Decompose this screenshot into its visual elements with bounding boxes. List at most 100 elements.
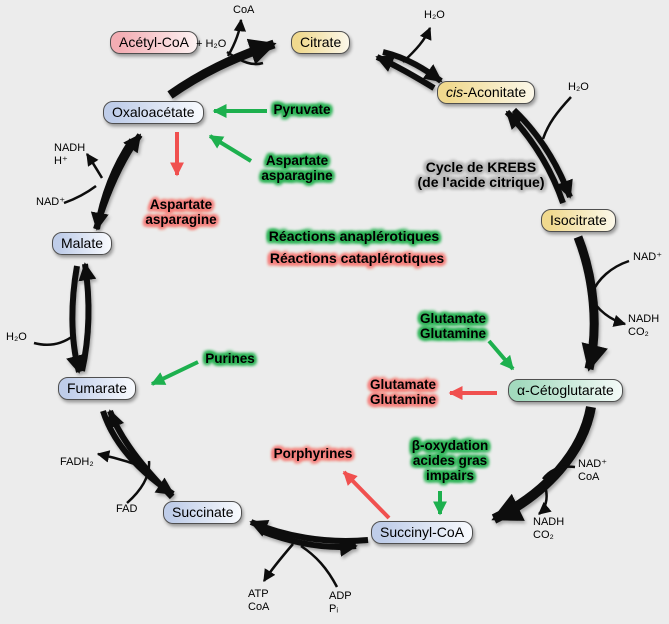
- cofactor-line: H⁺: [54, 155, 68, 167]
- arrow-nadh-out-bottom: [538, 485, 552, 515]
- arrow-oxaloacetate-to-malate: [90, 138, 135, 231]
- arrow-nad-in-right: [590, 259, 630, 294]
- arrow-h2o-in-citrate: [226, 50, 264, 66]
- metabolite-label: -Aconitate: [463, 84, 527, 100]
- title-line-1: Cycle de KREBS: [425, 159, 537, 175]
- label-aspartate-in: Aspartate asparagine: [261, 153, 332, 183]
- cofactor-fadh2: FADH₂: [60, 456, 94, 468]
- arrow-nadcoa-in-bottom: [542, 465, 576, 480]
- cofactor-line: NADH: [54, 142, 86, 154]
- cofactor-nadh-right: NADH CO₂: [628, 313, 659, 339]
- label-glutamate-in: Glutamate Glutamine: [420, 311, 486, 341]
- diagram-title: Cycle de KREBS (de l'acide citrique): [417, 160, 544, 190]
- label-line: Aspartate: [265, 153, 329, 168]
- cofactor-nad-left: NAD⁺: [36, 196, 66, 208]
- arrow-malate-to-fumarate: [66, 265, 84, 374]
- cofactor-atp-coa: ATP CoA: [248, 588, 269, 614]
- metabolite-box-alpha-ketoglutarate: α-Cétoglutarate: [508, 379, 623, 402]
- label-glutamate-out: Glutamate Glutamine: [370, 377, 436, 407]
- arrow-nadh-out-left: [85, 152, 104, 179]
- label-beta-oxidation: β-oxydation acides gras impairs: [412, 438, 489, 483]
- arrow-malate-to-oxaloacetate: [93, 133, 143, 230]
- cofactor-line: NAD⁺: [578, 458, 608, 470]
- cofactor-line: ADP: [329, 590, 352, 602]
- label-line: Glutamate: [419, 311, 487, 326]
- metabolite-box-oxaloacetate: Oxaloacétate: [103, 101, 204, 124]
- label-line: asparagine: [261, 168, 333, 183]
- cofactor-nad-right: NAD⁺: [633, 251, 663, 263]
- arrow-succinate-to-fumarate: [107, 409, 175, 500]
- arrow-h2o-in-left: [33, 334, 74, 346]
- cofactor-h2o-left: H₂O: [6, 331, 27, 343]
- cofactor-nadh-left: NADH H⁺: [54, 142, 85, 168]
- metabolite-label: Succinyl-CoA: [380, 524, 465, 540]
- cofactor-fad: FAD: [116, 503, 138, 515]
- metabolite-box-isocitrate: Isocitrate: [541, 209, 616, 232]
- arrow-fad-in: [126, 460, 151, 504]
- arrow-cisaconitate-to-citrate: [375, 54, 436, 91]
- label-line: Aspartate: [149, 197, 213, 212]
- label-line: β-oxydation: [411, 438, 489, 453]
- metabolite-label: Malate: [61, 235, 104, 251]
- cofactor-line: NADH: [533, 516, 565, 528]
- label-line: Glutamine: [369, 392, 436, 407]
- arrow-h2o-out-top: [402, 26, 432, 63]
- cofactor-line: Pᵢ: [329, 603, 339, 615]
- arrow-fadh2-out: [96, 450, 147, 470]
- arrow-purines-in: [150, 360, 199, 386]
- cofactor-nadh-bottom: NADH CO₂: [533, 516, 564, 542]
- cofactor-nad-coa-bottom: NAD⁺ CoA: [578, 458, 607, 484]
- arrow-nadh-out-right: [588, 295, 627, 327]
- arrow-succinylcoa-to-succinate: [249, 519, 369, 545]
- arrow-glutamate-in: [487, 339, 515, 371]
- label-line: acides gras: [412, 453, 488, 468]
- arrow-porphyrins-out: [342, 470, 391, 520]
- metabolite-box-acetyl-coa: Acétyl-CoA: [110, 31, 199, 54]
- label-line: impairs: [425, 468, 475, 483]
- cofactor-line: CO₂: [628, 326, 649, 338]
- cofactor-line: CoA: [578, 471, 600, 483]
- metabolite-label-italic: cis: [446, 84, 464, 100]
- cofactor-line: ATP: [248, 588, 269, 600]
- cofactor-coa-top: CoA: [233, 4, 255, 16]
- metabolite-label: Fumarate: [67, 380, 127, 396]
- label-line: Glutamine: [419, 326, 486, 341]
- metabolite-box-fumarate: Fumarate: [58, 377, 136, 400]
- label-line: asparagine: [145, 212, 217, 227]
- metabolite-box-succinyl-coa: Succinyl-CoA: [371, 521, 474, 544]
- cofactor-adp-pi: ADP Pᵢ: [329, 590, 352, 616]
- label-purines: Purines: [205, 351, 255, 366]
- arrow-nad-in-left: [63, 184, 97, 205]
- arrow-h2o-in-right: [541, 96, 572, 140]
- cofactor-plus-h2o: + H₂O: [196, 38, 227, 50]
- metabolite-label: Succinate: [172, 504, 234, 520]
- cofactor-h2o-top: H₂O: [424, 9, 445, 21]
- arrow-fumarate-to-malate: [78, 262, 97, 372]
- metabolite-label: Acétyl-CoA: [119, 34, 190, 50]
- metabolite-box-cis-aconitate: cis-Aconitate: [437, 81, 536, 104]
- cofactor-line: CO₂: [533, 529, 554, 541]
- title-line-2: (de l'acide citrique): [417, 174, 545, 190]
- metabolite-box-citrate: Citrate: [291, 31, 351, 54]
- metabolite-label: α-Cétoglutarate: [517, 382, 614, 398]
- arrow-ketoglutarate-to-succinylcoa: [491, 406, 596, 524]
- legend-anaplerotic: Réactions anaplérotiques: [268, 228, 440, 244]
- arrow-atp-out: [262, 543, 294, 583]
- arrow-fumarate-to-succinate: [100, 410, 175, 497]
- label-line: Glutamate: [369, 377, 437, 392]
- cofactor-line: CoA: [248, 601, 270, 613]
- cofactor-h2o-right: H₂O: [568, 81, 589, 93]
- arrow-citrate-to-cisaconitate: [382, 49, 443, 84]
- label-aspartate-out: Aspartate asparagine: [145, 197, 216, 227]
- arrow-coa-release: [226, 18, 247, 57]
- metabolite-label: Isocitrate: [550, 212, 607, 228]
- metabolite-label: Oxaloacétate: [112, 104, 195, 120]
- metabolite-box-succinate: Succinate: [163, 501, 243, 524]
- arrow-isocitrate-to-ketoglutarate: [573, 235, 608, 372]
- metabolite-label: Citrate: [300, 34, 342, 50]
- arrow-aspartate-in: [208, 134, 253, 163]
- arrow-succinate-to-succinylcoa: [259, 528, 358, 557]
- metabolite-box-malate: Malate: [52, 232, 113, 255]
- label-pyruvate: Pyruvate: [273, 102, 331, 117]
